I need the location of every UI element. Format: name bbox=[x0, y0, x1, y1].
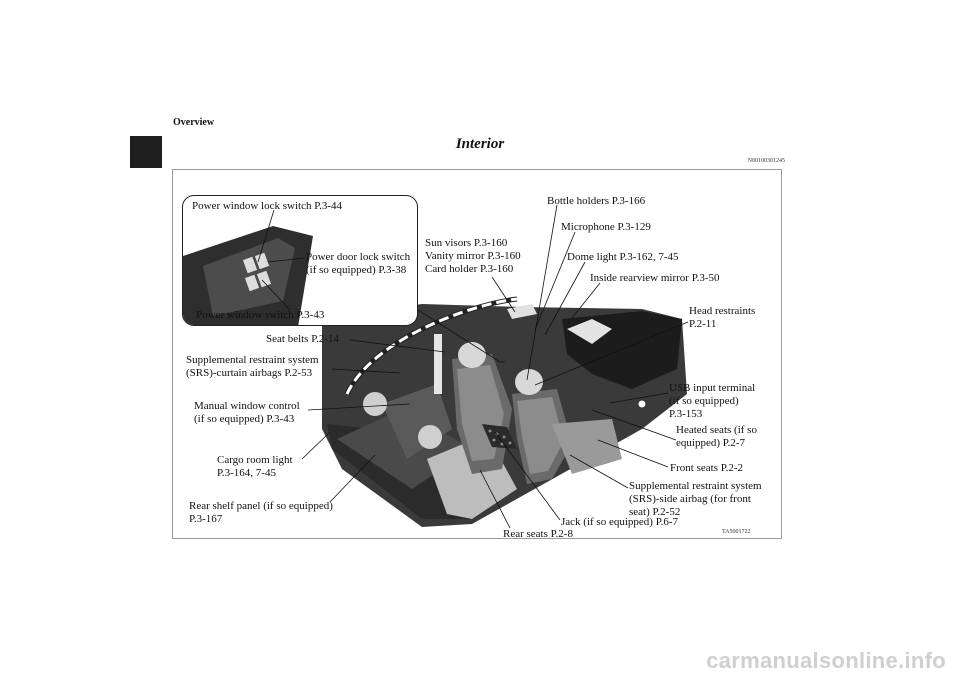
power-window-switch-inset: Power window lock switch P.3-44 Power do… bbox=[182, 195, 418, 326]
label-seat-belts: Seat belts P.2-14 bbox=[266, 333, 340, 345]
figure-frame bbox=[172, 169, 782, 539]
label-usb-input-terminal-3: P.3-153 bbox=[669, 408, 703, 420]
label-rear-shelf-panel-2: P.3-167 bbox=[189, 513, 223, 525]
page-code: N00100301245 bbox=[747, 158, 785, 164]
label-power-window-switch: Power window switch P.3-43 bbox=[196, 309, 325, 321]
label-usb-input-terminal-2: (if so equipped) bbox=[669, 395, 739, 407]
label-usb-input-terminal: USB input terminal bbox=[669, 382, 756, 394]
section-title: Overview bbox=[173, 117, 215, 128]
label-card-holder: Card holder P.3-160 bbox=[425, 263, 514, 275]
label-srs-side-airbag: Supplemental restraint system bbox=[629, 480, 762, 492]
label-vanity-mirror: Vanity mirror P.3-160 bbox=[425, 250, 521, 262]
label-heated-seats-2: equipped) P.2-7 bbox=[676, 437, 746, 449]
label-front-seats: Front seats P.2-2 bbox=[670, 462, 744, 474]
watermark: carmanualsonline.info bbox=[0, 648, 960, 674]
label-sun-visors: Sun visors P.3-160 bbox=[425, 237, 508, 249]
label-bottle-holders: Bottle holders P.3-166 bbox=[547, 195, 646, 207]
label-cargo-room-light-2: P.3-164, 7-45 bbox=[217, 467, 276, 479]
page-title: Interior bbox=[455, 136, 505, 152]
label-srs-side-airbag-3: seat) P.2-52 bbox=[629, 506, 681, 518]
label-srs-curtain-airbags: Supplemental restraint system bbox=[186, 354, 319, 366]
watermark-text: carmanualsonline.info bbox=[706, 648, 946, 673]
label-srs-curtain-airbags-2: (SRS)-curtain airbags P.2-53 bbox=[186, 367, 313, 379]
label-microphone: Microphone P.3-129 bbox=[561, 221, 651, 233]
label-srs-side-airbag-2: (SRS)-side airbag (for front bbox=[629, 493, 751, 505]
label-heated-seats: Heated seats (if so bbox=[676, 424, 757, 436]
label-power-window-lock-switch: Power window lock switch P.3-44 bbox=[192, 200, 343, 212]
label-inside-rearview-mirror: Inside rearview mirror P.3-50 bbox=[590, 272, 720, 284]
label-rear-shelf-panel: Rear shelf panel (if so equipped) bbox=[189, 500, 333, 512]
label-power-door-lock-switch-2: (if so equipped) P.3-38 bbox=[306, 264, 407, 276]
label-power-door-lock-switch: Power door lock switch bbox=[306, 251, 411, 263]
label-manual-window-control-2: (if so equipped) P.3-43 bbox=[194, 413, 295, 425]
label-jack: Jack (if so equipped) P.6-7 bbox=[561, 516, 679, 528]
section-tab-marker bbox=[130, 136, 162, 168]
figure-code: TA5001722 bbox=[722, 529, 751, 535]
label-manual-window-control: Manual window control bbox=[194, 400, 300, 412]
label-head-restraints: Head restraints bbox=[689, 305, 756, 317]
label-dome-light: Dome light P.3-162, 7-45 bbox=[567, 251, 679, 263]
label-rear-seats: Rear seats P.2-8 bbox=[503, 528, 573, 540]
label-cargo-room-light: Cargo room light bbox=[217, 454, 293, 466]
label-head-restraints-2: P.2-11 bbox=[689, 318, 717, 330]
